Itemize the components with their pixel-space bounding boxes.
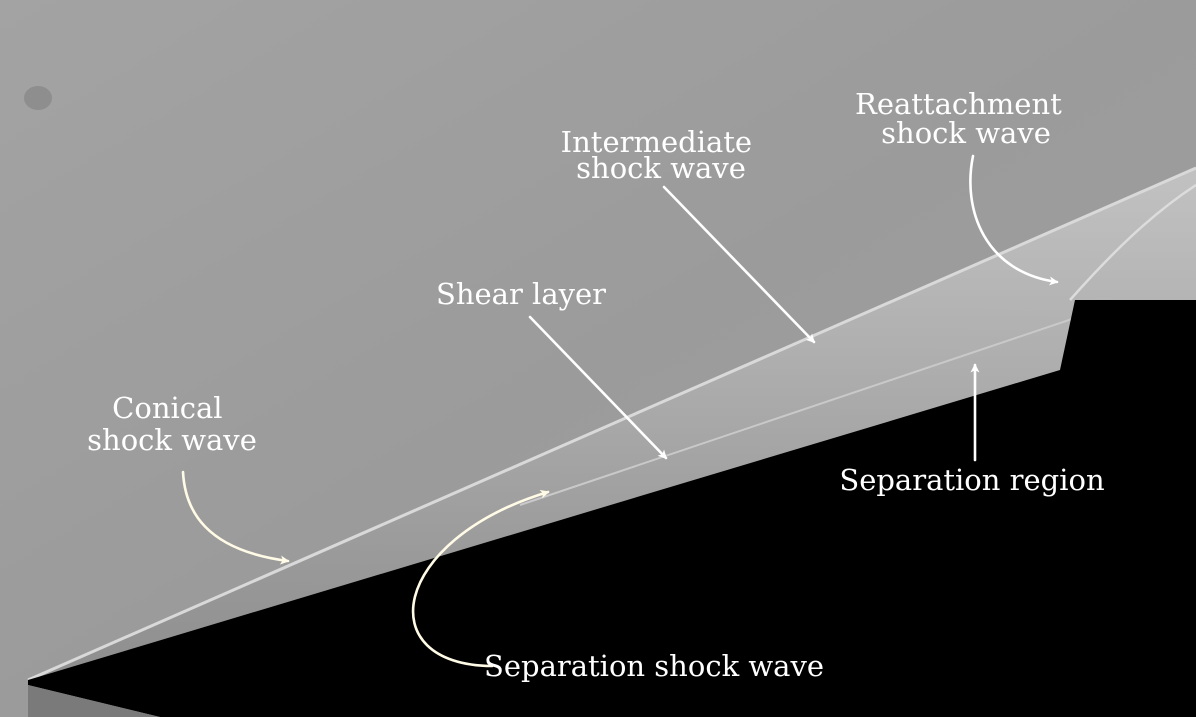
separation-shock-arrow (411, 489, 550, 668)
shear-layer-line (519, 317, 1076, 506)
cone-tip-lower (28, 685, 160, 717)
label-shear-layer: Shear layer (436, 277, 606, 311)
conical-shock-line (27, 166, 1196, 682)
reattachment-shock-line (1069, 183, 1196, 301)
label-intermediate-shock-wave: Intermediate shock wave (561, 125, 762, 185)
label-separation-region: Separation region (839, 463, 1104, 497)
label-conical-shock-wave: Conical shock wave (87, 391, 257, 457)
label-separation-shock-wave: Separation shock wave (484, 649, 824, 683)
shear-layer-arrow (528, 315, 668, 460)
background-blemish (24, 86, 52, 110)
label-reattachment-shock-wave: Reattachment shock wave (855, 87, 1071, 150)
conical-shock-arrow (181, 470, 290, 565)
reattachment-shock-arrow (969, 154, 1059, 286)
model-body (28, 300, 1196, 717)
intermediate-shock-arrow (662, 185, 816, 344)
